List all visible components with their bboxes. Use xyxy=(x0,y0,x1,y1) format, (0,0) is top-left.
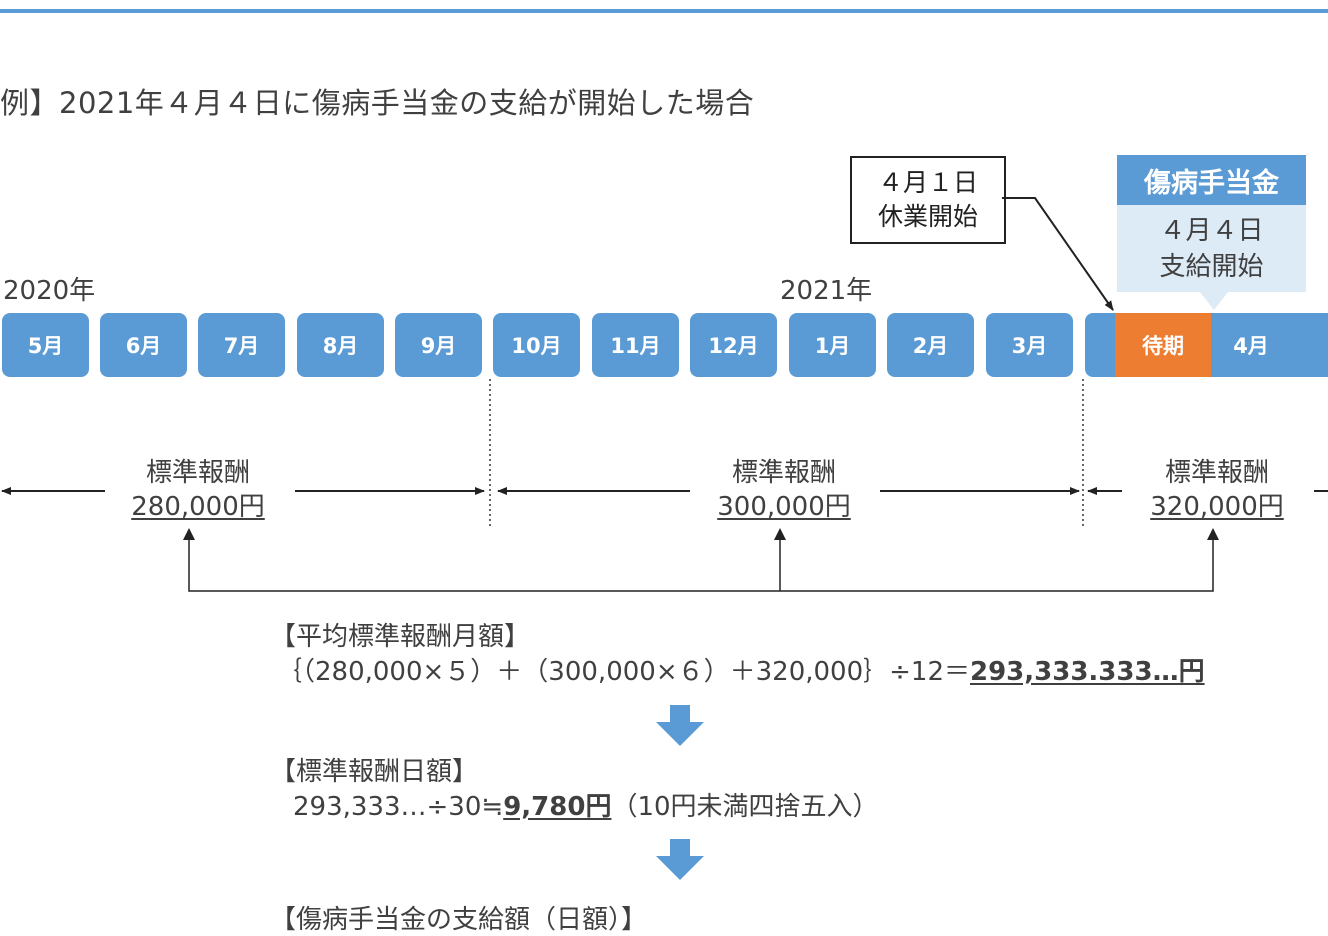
month-feb: 2月 xyxy=(887,313,974,377)
month-aug: 8月 xyxy=(297,313,384,377)
month-jul: 7月 xyxy=(198,313,285,377)
daily-formula-row: 293,333…÷30≒9,780円（10円未満四捨五入） xyxy=(293,786,879,823)
bracket-arrowhead-1 xyxy=(183,528,195,540)
standard-period-2: 標準報酬 300,000円 xyxy=(699,456,869,524)
daily-note: （10円未満四捨五入） xyxy=(611,792,879,822)
bracket-arrowhead-3 xyxy=(1207,528,1219,540)
standard-period-3: 標準報酬 320,000円 xyxy=(1132,456,1302,524)
standard-amount: 300,000円 xyxy=(717,492,851,522)
month-may: 5月 xyxy=(2,313,89,377)
benefit-callout-body: ４月４日 支給開始 xyxy=(1117,205,1306,292)
month-jun: 6月 xyxy=(100,313,187,377)
daily-formula: 293,333…÷30≒ xyxy=(293,792,504,822)
standard-label: 標準報酬 xyxy=(145,458,250,488)
leave-start-callout: ４月１日 休業開始 xyxy=(850,156,1006,244)
benefit-callout-pointer xyxy=(1200,292,1228,310)
benefit-heading: 【傷病手当金の支給額（日額）】 xyxy=(270,905,648,935)
year-2021-label: 2021年 xyxy=(780,276,873,306)
standard-amount: 320,000円 xyxy=(1150,492,1284,522)
leave-callout-leader xyxy=(1002,197,1114,311)
month-apr: 4月 xyxy=(1233,334,1269,358)
month-jan: 1月 xyxy=(789,313,876,377)
down-arrow-1 xyxy=(656,705,704,746)
bracket-arrowhead-2 xyxy=(774,528,786,540)
month-oct: 10月 xyxy=(493,313,580,377)
benefit-start-date: ４月４日 xyxy=(1159,215,1264,246)
avg-formula: ｛（280,000×５）＋（300,000×６）＋320,000｝÷12＝ xyxy=(276,657,970,687)
standard-label: 標準報酬 xyxy=(1164,458,1269,488)
waiting-period-box: 待期 xyxy=(1115,313,1211,377)
avg-heading: 【平均標準報酬月額】 xyxy=(270,622,531,652)
daily-result: 9,780円 xyxy=(503,792,612,822)
standard-period-1: 標準報酬 280,000円 xyxy=(113,456,283,524)
month-sep: 9月 xyxy=(395,313,482,377)
page-title: 例】2021年４月４日に傷病手当金の支給が開始した場合 xyxy=(0,86,755,120)
top-rule xyxy=(0,9,1328,13)
leave-start-date: ４月１日 xyxy=(877,168,978,197)
avg-formula-row: ｛（280,000×５）＋（300,000×６）＋320,000｝÷12＝293… xyxy=(276,651,1205,688)
standard-label: 標準報酬 xyxy=(731,458,836,488)
month-dec: 12月 xyxy=(690,313,777,377)
leave-start-text: 休業開始 xyxy=(877,202,978,231)
averaging-bracket xyxy=(188,530,1214,592)
standard-amount: 280,000円 xyxy=(131,492,265,522)
daily-heading: 【標準報酬日額】 xyxy=(270,757,479,787)
month-nov: 11月 xyxy=(592,313,679,377)
year-2020-label: 2020年 xyxy=(3,276,96,306)
down-arrow-2 xyxy=(656,839,704,880)
benefit-start-text: 支給開始 xyxy=(1159,251,1264,282)
avg-result: 293,333.333…円 xyxy=(970,657,1205,687)
month-mar: 3月 xyxy=(986,313,1073,377)
benefit-callout-header: 傷病手当金 xyxy=(1117,155,1306,205)
